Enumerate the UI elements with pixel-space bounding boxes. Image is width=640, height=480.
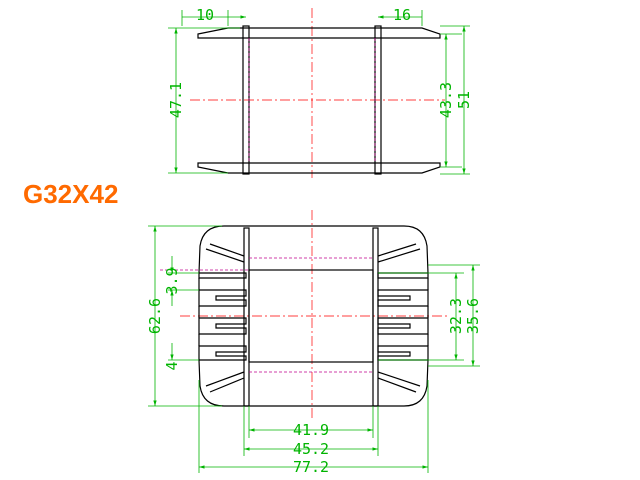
top-view-lower-flange (197, 162, 441, 174)
rib-line (209, 243, 245, 257)
rib-line (377, 371, 421, 387)
dim-label-77-2: 77.2 (293, 458, 329, 476)
right-pin-fin (377, 289, 429, 307)
dim-label-4: 4 (163, 361, 181, 370)
left-pin-fin (198, 317, 247, 335)
front-view-right-post (372, 227, 379, 407)
left-pin-fin (198, 345, 247, 361)
dim-label-16: 16 (393, 6, 411, 24)
core-window (248, 269, 374, 363)
dim-label-35-6: 35.6 (464, 298, 482, 334)
left-pin-fin (198, 289, 247, 307)
dim-label-47-1: 47.1 (167, 82, 185, 118)
dim-label-43-3: 43.3 (437, 82, 455, 118)
dim-label-62-6: 62.6 (146, 298, 164, 334)
top-view: 10 16 47.1 43.3 51 (167, 6, 473, 178)
dim-label-10: 10 (196, 6, 214, 24)
right-pin-fin (377, 345, 429, 361)
right-pin-fin (377, 317, 429, 335)
right-pin-fin (377, 272, 429, 279)
dim-label-41-9: 41.9 (293, 421, 329, 439)
rib-line (377, 243, 417, 257)
top-view-upper-flange (197, 27, 441, 39)
dim-label-32-3: 32.3 (447, 298, 465, 334)
dim-label-3-9: 3.9 (163, 267, 181, 294)
part-title: G32X42 (23, 179, 118, 209)
left-pin-fin (198, 272, 247, 279)
rib-line (205, 248, 245, 263)
rib-line (205, 371, 245, 387)
rib-line (209, 377, 245, 393)
dim-label-51: 51 (455, 91, 473, 109)
rib-line (377, 377, 417, 393)
dim-label-45-2: 45.2 (293, 440, 329, 458)
rib-line (377, 248, 421, 263)
front-view-left-post (243, 227, 250, 407)
front-view: 62.6 3.9 4 32.3 35.6 41.9 45.2 (146, 210, 482, 476)
